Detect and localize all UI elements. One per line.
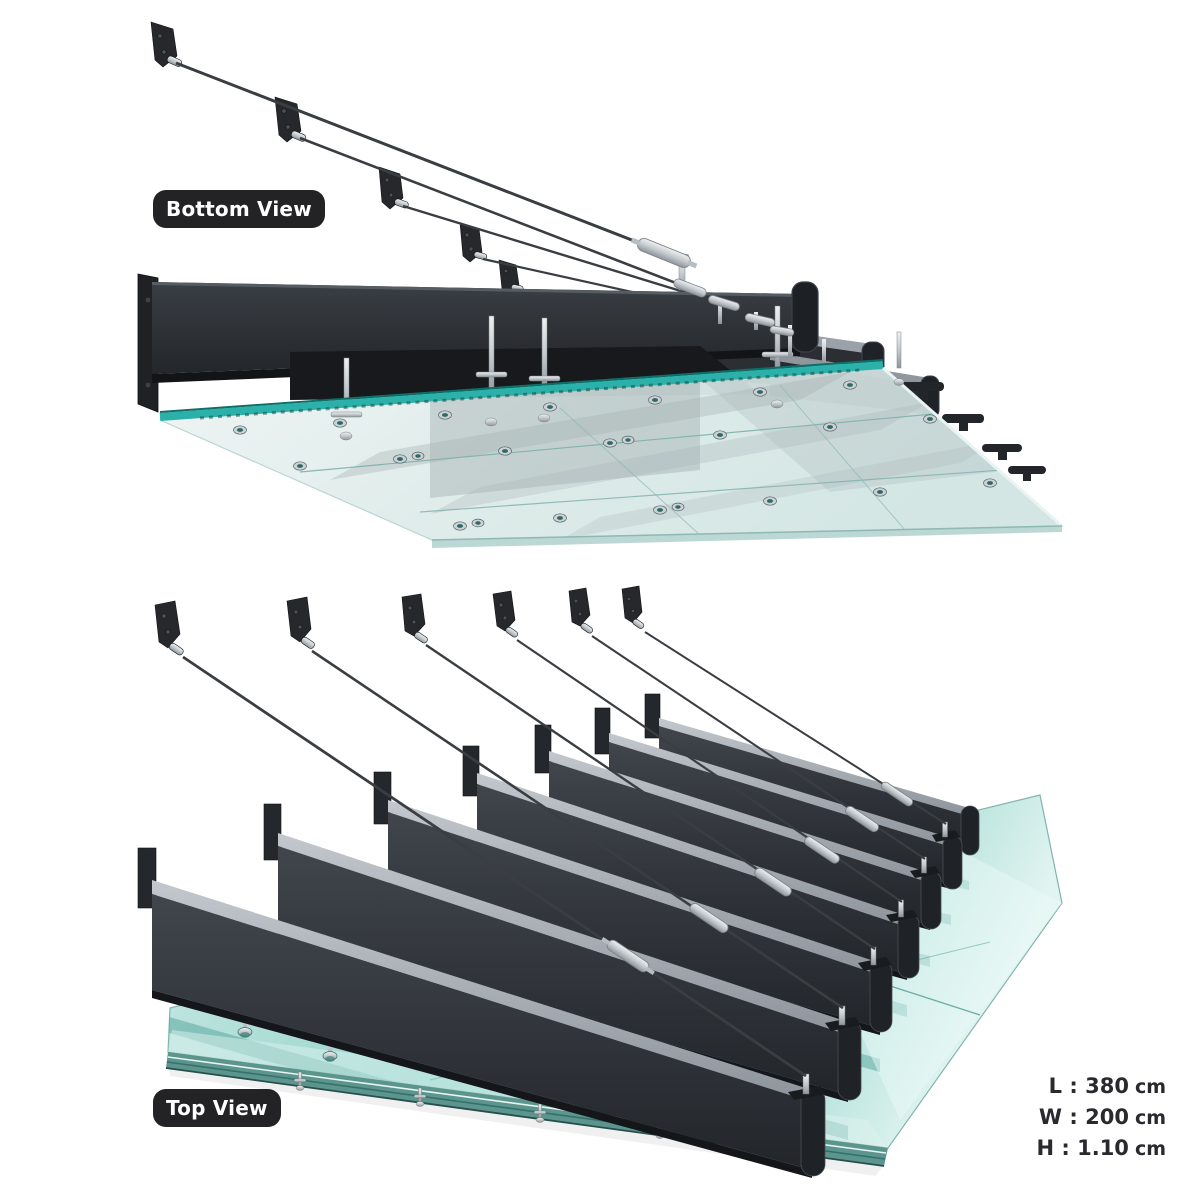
beam-end-stubs	[900, 382, 1046, 481]
dim-separator: :	[1062, 1105, 1086, 1129]
dim-value: 1.10	[1077, 1136, 1129, 1160]
dim-label: L	[1048, 1074, 1063, 1098]
wall-mount-plate	[534, 724, 552, 774]
bottom-view-badge: Bottom View	[153, 190, 325, 228]
top-view-wall-brackets	[154, 585, 645, 656]
top-view-steel-beams	[137, 693, 980, 1178]
glass-thickness-edge	[432, 526, 1062, 548]
dim-separator: :	[1054, 1136, 1078, 1160]
glass-frit-dots	[199, 368, 861, 420]
glass-reflection	[430, 402, 930, 514]
dim-separator: :	[1062, 1074, 1086, 1098]
cable-end-anchors	[788, 821, 960, 1100]
turnbuckle-icon	[769, 325, 795, 337]
top-view-illustration	[137, 585, 1063, 1178]
suspension-cable	[299, 136, 721, 302]
glass-edge-teal	[159, 361, 884, 421]
wall-mount-plate	[137, 847, 157, 909]
cable-wall-bracket-icon	[568, 587, 593, 634]
top-view-turnbuckles	[601, 781, 914, 975]
turnbuckle-icon	[689, 903, 729, 933]
wall-mount-plate	[594, 707, 611, 755]
glass-reflection	[330, 372, 850, 480]
cable-wall-bracket-icon	[621, 585, 645, 629]
wall-mount-plate	[644, 693, 661, 739]
turnbuckle-icon	[601, 937, 655, 975]
wall-mount-plate	[462, 745, 480, 797]
turnbuckle-icon	[708, 295, 740, 311]
dim-label: H	[1036, 1136, 1055, 1160]
glass-seam	[419, 467, 1031, 513]
cable-wall-bracket-icon	[286, 596, 315, 649]
glass-seam	[559, 407, 701, 536]
turnbuckles	[630, 237, 795, 337]
turnbuckle-icon	[744, 313, 776, 327]
cable-wall-bracket-icon	[150, 21, 183, 68]
dim-value: 380	[1085, 1074, 1129, 1098]
turnbuckle-icon	[804, 836, 840, 864]
glass-seam	[779, 384, 906, 531]
turnbuckle-icon	[754, 867, 792, 897]
cable-wall-bracket-icon	[154, 600, 184, 656]
glass-reflection	[430, 378, 700, 498]
suspension-cable	[311, 649, 844, 1010]
turnbuckle-icon	[845, 805, 879, 833]
fascia-beam-end-cap	[791, 281, 819, 353]
cable-wall-bracket-icon	[401, 593, 428, 644]
dim-label: W	[1038, 1105, 1063, 1129]
dim-unit: cm	[1134, 1076, 1166, 1098]
bottom-view-illustration	[137, 21, 1064, 548]
dim-value: 200	[1085, 1105, 1129, 1129]
glass-point-fixings	[233, 351, 997, 531]
top-view-badge: Top View	[153, 1089, 281, 1127]
cable-wall-bracket-icon	[492, 590, 518, 638]
suspension-cable	[425, 644, 876, 950]
glass-reflection	[560, 440, 1000, 540]
bottom-view-glass-panel	[159, 359, 1064, 548]
turnbuckle-icon	[880, 781, 914, 807]
dim-unit: cm	[1134, 1107, 1166, 1129]
suspension-cable	[182, 655, 807, 1078]
wall-mount-plate	[263, 803, 282, 861]
glass-reflection	[700, 368, 1010, 492]
dim-unit: cm	[1134, 1138, 1166, 1160]
steel-i-beam	[137, 847, 826, 1178]
turnbuckle-icon	[673, 278, 707, 298]
bottom-view-wall-brackets	[150, 21, 524, 295]
suspension-cable	[175, 61, 643, 246]
turnbuckle-icon	[630, 237, 698, 269]
